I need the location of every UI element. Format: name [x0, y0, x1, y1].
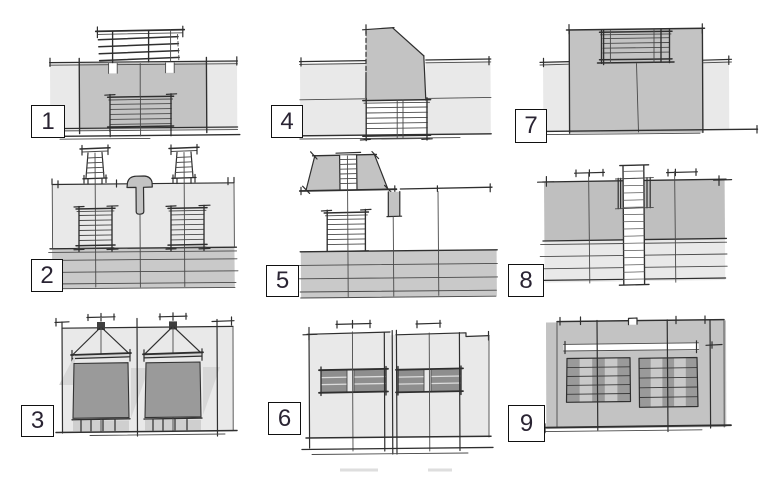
label-8: 8	[519, 266, 533, 294]
label-box-5: 5	[266, 265, 299, 297]
label-5: 5	[275, 267, 290, 294]
sketch-1-roof-monitor	[47, 25, 241, 140]
label-box-3: 3	[21, 405, 54, 437]
label-9: 9	[519, 409, 534, 437]
label-box-6: 6	[268, 402, 301, 435]
sketch-4-sloped-parapet	[298, 24, 492, 142]
label-4: 4	[280, 107, 294, 135]
label-box-7: 7	[515, 109, 547, 143]
label-7: 7	[524, 112, 538, 139]
label-box-1: 1	[31, 105, 65, 138]
sketch-5-tapered-vent	[298, 151, 499, 299]
label-2: 2	[40, 261, 54, 289]
sketch-2-chimney-vents	[47, 143, 239, 290]
label-box-9: 9	[508, 405, 545, 442]
sketch-3-suspended-canopies	[54, 312, 238, 437]
label-6: 6	[277, 404, 292, 432]
label-1: 1	[41, 107, 55, 135]
label-box-8: 8	[508, 264, 544, 297]
sketch-7-parapet-block	[539, 23, 759, 136]
label-box-4: 4	[271, 105, 303, 138]
sketch-8-ladder-vent-strip	[537, 164, 733, 286]
sketch-6-louver-band-windows	[301, 319, 494, 472]
label-3: 3	[30, 407, 45, 434]
label-box-2: 2	[31, 259, 63, 292]
sketch-9-grille-windows	[543, 315, 732, 434]
